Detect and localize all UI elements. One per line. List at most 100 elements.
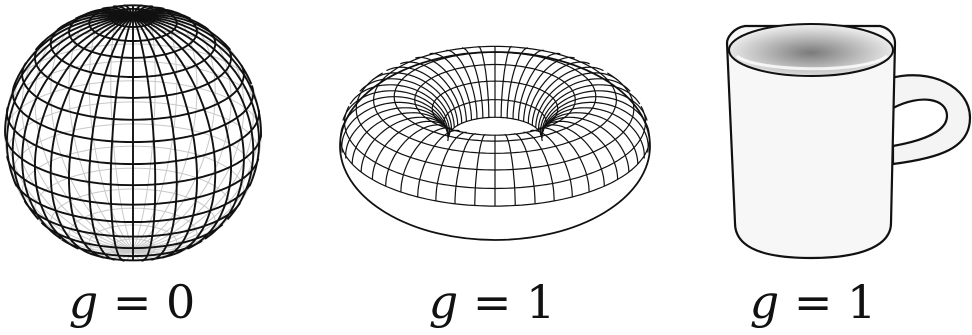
torus-meridian	[435, 131, 467, 201]
mug-handle	[889, 74, 972, 166]
torus-meridian	[504, 133, 516, 206]
equals-sign: =	[112, 275, 152, 329]
torus-meridian	[461, 47, 484, 118]
torus-outline	[339, 51, 651, 241]
torus-meridian	[446, 49, 478, 119]
sphere-front-gridline	[132, 14, 253, 85]
torus-parallel	[640, 105, 647, 123]
torus-caption: g = 1	[412, 272, 572, 332]
torus-parallel	[545, 108, 559, 126]
mug-caption: g = 1	[733, 272, 893, 332]
equals-sign: =	[472, 275, 512, 329]
torus-meridian	[542, 124, 605, 187]
sphere-front-gridline	[21, 15, 134, 240]
sphere-front-gridline	[123, 4, 134, 17]
sphere-front-gridline	[109, 15, 134, 262]
sphere-front-gridline	[132, 15, 262, 138]
torus-meridian	[512, 49, 544, 119]
sphere-front-gridline	[34, 13, 134, 51]
sphere-back-gridline	[12, 123, 254, 184]
torus-parallel	[343, 105, 647, 190]
sphere-front-gridline	[132, 15, 261, 187]
sphere-front-gridline	[13, 14, 134, 85]
torus-meridian	[454, 133, 476, 204]
torus-parallel	[339, 137, 651, 207]
sphere-back-gridline	[132, 83, 260, 251]
torus-parallel	[443, 99, 547, 128]
sphere-front-gridline	[132, 15, 255, 221]
torus-meridian	[535, 72, 619, 128]
torus-parallel	[355, 72, 635, 171]
mug-figure	[715, 8, 972, 270]
torus-meridian	[523, 131, 555, 201]
torus-meridian	[474, 133, 486, 206]
torus-meridian	[341, 101, 448, 147]
sphere-front-gridline	[132, 6, 165, 17]
sphere-front-gridline	[132, 15, 233, 250]
torus-meridian	[514, 133, 536, 204]
mug-body	[725, 24, 897, 260]
torus-meridian	[345, 107, 446, 156]
sphere-front-gridline	[4, 132, 134, 187]
sphere-front-gridline	[49, 15, 134, 256]
sphere-front-gridline	[33, 40, 134, 99]
torus-meridian	[415, 56, 467, 122]
sphere-back-gridline	[6, 83, 134, 251]
sphere-front-gridline	[132, 15, 245, 240]
torus-wireframe	[337, 45, 653, 242]
torus-meridian	[400, 127, 453, 193]
sphere-front-gridline	[5, 15, 134, 187]
sphere-front-gridline	[132, 15, 178, 261]
genus-variable: g	[68, 275, 99, 329]
sphere-front-gridline	[57, 12, 134, 31]
mug-rim	[728, 23, 894, 77]
sphere-front-gridline	[11, 82, 134, 144]
sphere-front-gridline	[132, 15, 157, 262]
torus-parallel	[544, 122, 547, 128]
sphere-front-gridline	[133, 223, 224, 250]
torus-meridian	[351, 112, 445, 165]
torus-meridian	[385, 124, 448, 187]
torus-meridian	[359, 78, 453, 131]
equals-sign: =	[793, 275, 833, 329]
torus-meridian	[360, 116, 444, 173]
sphere-back-gridline	[6, 101, 260, 159]
torus-parallel	[393, 51, 597, 142]
sphere-wireframe	[4, 4, 262, 262]
sphere-front-gridline	[88, 15, 134, 261]
sphere-front-gridline	[68, 15, 134, 259]
sphere-front-gridline	[132, 4, 143, 17]
sphere-front-gridline	[23, 200, 133, 238]
torus-meridian	[545, 112, 639, 165]
torus-figure	[330, 20, 660, 270]
sphere-front-gridline	[133, 202, 241, 238]
sphere-front-gridline	[6, 155, 134, 206]
sphere-front-gridline	[132, 13, 232, 51]
sphere-front-gridline	[11, 15, 134, 221]
sphere-front-gridline	[101, 6, 134, 17]
torus-meridian	[523, 56, 575, 122]
sphere-front-gridline	[133, 182, 252, 223]
torus-meridian	[542, 101, 649, 147]
sphere-front-gridline	[33, 15, 134, 250]
genus-variable: g	[749, 275, 780, 329]
sphere-front-gridline	[132, 42, 233, 99]
sphere-front-gridline	[4, 15, 134, 134]
torus-meridian	[371, 72, 455, 128]
torus-meridian	[517, 52, 561, 121]
torus-meridian	[546, 116, 630, 173]
sphere-front-gridline	[132, 10, 192, 20]
torus-meridian	[537, 78, 631, 131]
sphere-front-gridline	[89, 8, 134, 17]
sphere-front-gridline	[132, 15, 198, 259]
torus-parallel	[447, 116, 543, 138]
torus-meridian	[478, 45, 490, 118]
genus-value: 0	[165, 275, 196, 329]
sphere-front-gridline	[21, 62, 134, 121]
sphere-back-gridline	[132, 8, 198, 251]
torus-meridian	[429, 52, 473, 121]
torus-parallel	[372, 45, 617, 154]
sphere-front-gridline	[132, 109, 261, 166]
sphere-front-gridline	[132, 15, 217, 256]
sphere-front-gridline	[132, 5, 154, 17]
